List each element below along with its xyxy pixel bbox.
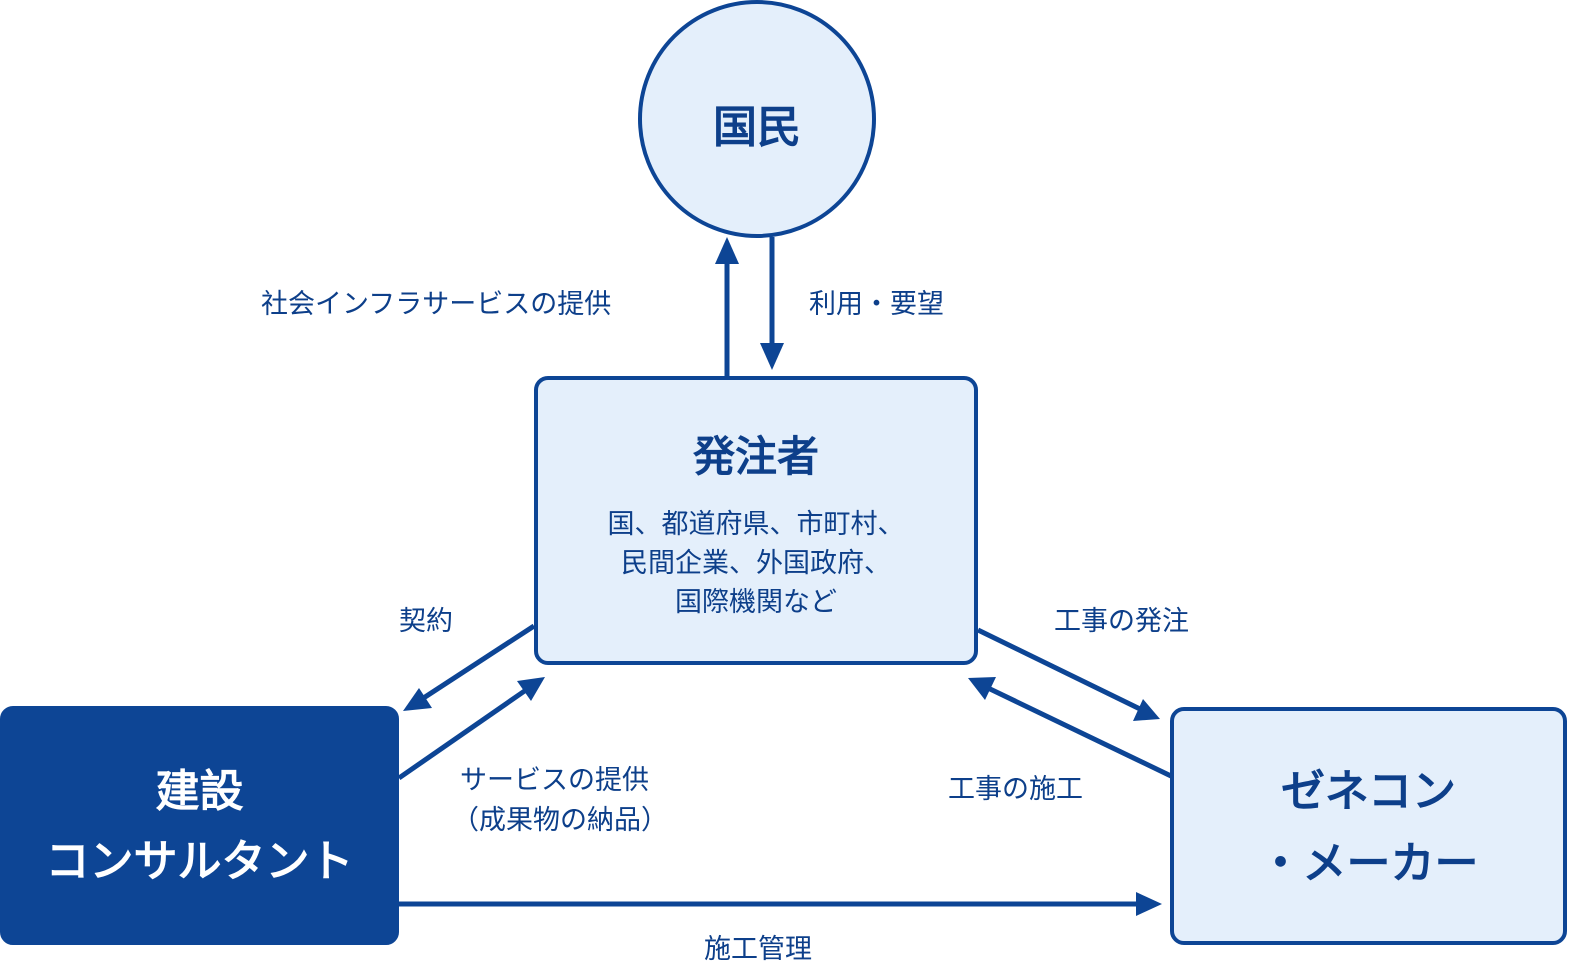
node-kokumin (638, 0, 876, 238)
node-hacchusha (534, 376, 978, 665)
label-service-teikyo-line-1: サービスの提供 (460, 765, 649, 796)
label-infra-service: 社会インフラサービスの提供 (261, 289, 612, 320)
node-genecon (1170, 707, 1567, 945)
label-keiyaku: 契約 (399, 606, 453, 637)
arrowhead-infra-service (715, 237, 739, 264)
label-seko-kanri: 施工管理 (704, 934, 812, 965)
consultant-title-line-2: コンサルタント (45, 836, 354, 887)
arrowhead-kouji-seko (968, 677, 996, 700)
label-kouji-seko: 工事の施工 (948, 774, 1083, 805)
arrowhead-seko-kanri (1136, 892, 1162, 916)
kokumin-title: 国民 (713, 102, 801, 153)
arrowhead-kouji-hacchu (1133, 699, 1160, 721)
label-service-teikyo-line-2: （成果物の納品） (452, 805, 668, 836)
hacchusha-desc-line-3: 国際機関など (675, 587, 837, 618)
arrow-kouji-hacchu (976, 627, 1142, 712)
node-consultant (0, 706, 399, 945)
genecon-title-line-2: ・メーカー (1258, 838, 1479, 889)
arrow-service-teikyo (397, 687, 528, 781)
arrow-kouji-seko (986, 685, 1173, 779)
label-riyou-youbou: 利用・要望 (809, 289, 944, 320)
hacchusha-desc-line-1: 国、都道府県、市町村、 (607, 509, 905, 540)
label-kouji-hacchu: 工事の発注 (1054, 606, 1189, 637)
arrowhead-riyou-youbou (760, 343, 784, 370)
arrow-keiyaku (420, 623, 536, 702)
hacchusha-desc-line-2: 民間企業、外国政府、 (621, 548, 891, 579)
consultant-title-line-1: 建設 (155, 766, 244, 817)
arrowhead-service-teikyo (517, 677, 545, 701)
arrowhead-keiyaku (403, 688, 432, 711)
hacchusha-title: 発注者 (692, 432, 819, 481)
genecon-title-line-1: ゼネコン (1280, 766, 1457, 817)
